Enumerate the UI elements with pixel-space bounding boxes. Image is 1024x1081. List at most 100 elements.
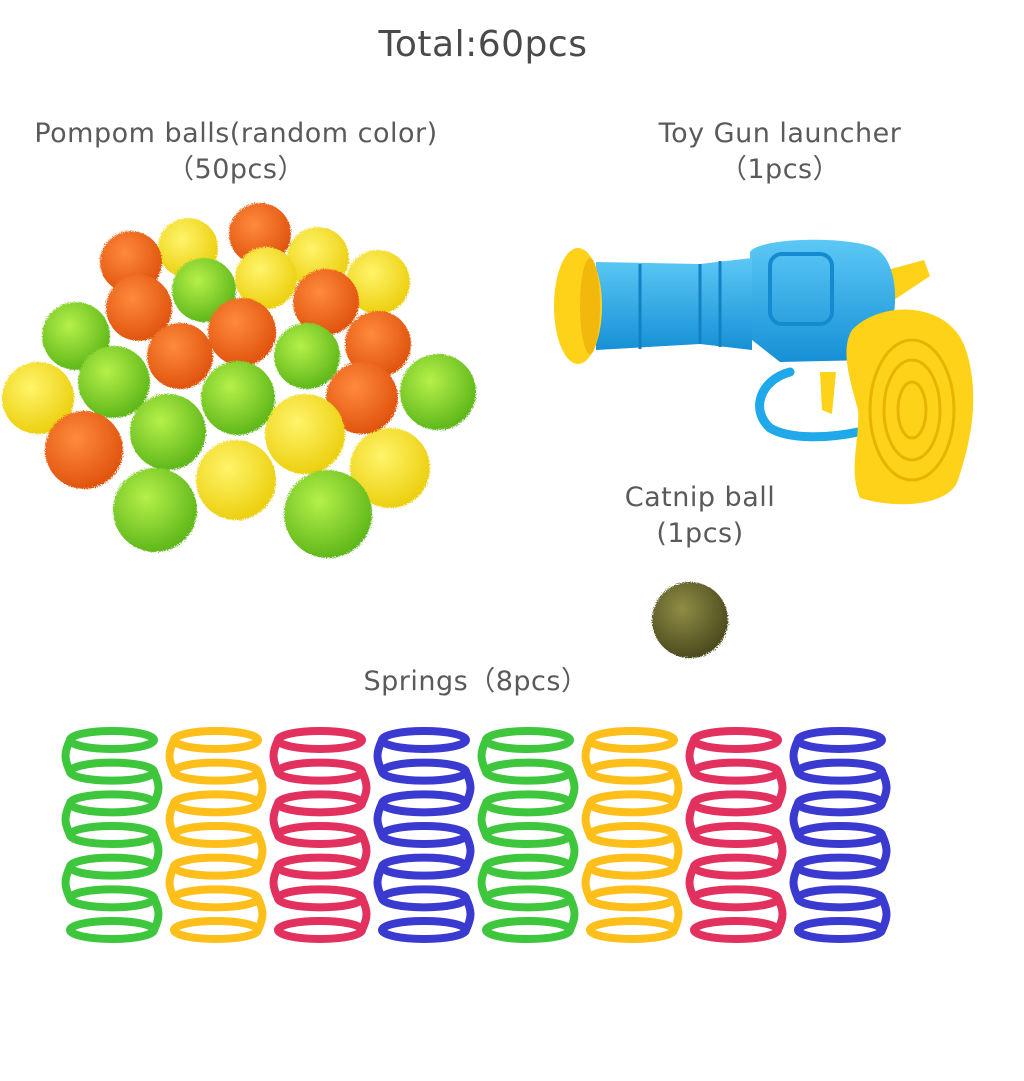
spring-coil	[794, 885, 886, 912]
spring-link	[581, 801, 594, 837]
pompom-name: Pompom balls(random color)	[34, 118, 438, 149]
spring-coil	[690, 885, 782, 912]
pompom-ball	[78, 346, 150, 418]
springs-label: Springs（8pcs）	[363, 666, 589, 697]
spring-coil	[482, 758, 574, 785]
gun-label: Toy Gun launcher （1pcs）	[630, 116, 930, 188]
spring-coil	[274, 853, 366, 880]
spring-coil	[378, 917, 470, 943]
pompom-ball	[106, 275, 172, 341]
spring-link	[566, 769, 579, 806]
spring-coil	[66, 917, 158, 943]
spring-link	[373, 738, 386, 774]
pompom-ball	[274, 323, 340, 389]
gun-trigger	[820, 372, 836, 414]
spring-coil	[794, 822, 886, 848]
spring-coil	[794, 790, 886, 817]
spring-link	[358, 833, 371, 869]
pompom-ball	[293, 269, 359, 335]
spring-link	[150, 833, 163, 869]
spring-2	[165, 727, 267, 943]
spring-link	[165, 801, 178, 837]
pompom-qty: （50pcs）	[167, 154, 305, 185]
spring-coil	[482, 917, 574, 943]
spring-link	[462, 769, 475, 806]
spring-coil	[274, 885, 366, 912]
spring-link	[254, 896, 267, 932]
spring-link	[462, 896, 475, 932]
spring-link	[670, 896, 683, 932]
spring-link	[878, 833, 891, 869]
spring-coil	[170, 758, 262, 785]
spring-link	[670, 833, 683, 869]
spring-coil	[794, 853, 886, 880]
spring-link	[789, 738, 802, 774]
spring-link	[670, 769, 683, 806]
spring-coil	[170, 822, 262, 848]
spring-link	[373, 864, 386, 901]
catnip-label: Catnip ball (1pcs)	[580, 480, 820, 552]
pompom-ball	[350, 428, 430, 508]
spring-link	[269, 864, 282, 901]
spring-coil	[586, 727, 678, 753]
pompom-ball	[45, 411, 123, 489]
gun-body-panel	[768, 252, 834, 326]
spring-coil	[66, 758, 158, 785]
spring-link	[685, 801, 698, 837]
gun-muzzle-inner	[580, 258, 600, 354]
spring-7	[685, 727, 787, 943]
spring-coil	[378, 853, 470, 880]
spring-6	[581, 727, 683, 943]
spring-link	[789, 864, 802, 901]
spring-4	[373, 727, 475, 943]
spring-coil	[170, 727, 262, 753]
spring-coil	[586, 790, 678, 817]
spring-coil	[794, 758, 886, 785]
pompom-ball	[113, 468, 197, 552]
pompom-ball	[284, 470, 372, 558]
spring-coil	[586, 822, 678, 848]
spring-coil	[690, 758, 782, 785]
spring-link	[774, 833, 787, 869]
gun-barrel	[596, 258, 752, 350]
spring-link	[878, 769, 891, 806]
spring-coil	[66, 885, 158, 912]
spring-coil	[274, 790, 366, 817]
pompom-ball	[130, 394, 206, 470]
catnip-ball-image	[652, 582, 728, 658]
spring-coil	[586, 758, 678, 785]
toy-gun-image	[554, 239, 974, 505]
pompom-ball	[326, 362, 398, 434]
pompom-ball	[265, 394, 345, 474]
page-title: Total:60pcs	[378, 24, 588, 65]
spring-link	[165, 738, 178, 774]
spring-coil	[690, 853, 782, 880]
spring-coil	[378, 822, 470, 848]
spring-coil	[482, 790, 574, 817]
spring-coil	[586, 885, 678, 912]
spring-link	[685, 864, 698, 901]
spring-coil	[378, 790, 470, 817]
pompom-label: Pompom balls(random color) （50pcs）	[18, 116, 454, 188]
catnip-name: Catnip ball	[624, 482, 776, 513]
springs-image	[61, 727, 891, 943]
spring-link	[774, 896, 787, 932]
spring-coil	[378, 758, 470, 785]
gun-trigger-guard	[755, 367, 863, 442]
spring-coil	[274, 917, 366, 943]
spring-5	[477, 727, 579, 943]
pompom-ball	[235, 247, 297, 309]
pompom-ball	[196, 440, 276, 520]
spring-coil	[66, 727, 158, 753]
spring-coil	[794, 917, 886, 943]
spring-link	[477, 738, 490, 774]
spring-link	[61, 864, 74, 901]
spring-coil	[66, 790, 158, 817]
spring-coil	[586, 853, 678, 880]
spring-coil	[690, 917, 782, 943]
pompom-ball	[208, 298, 276, 366]
spring-coil	[690, 790, 782, 817]
catnip-qty: (1pcs)	[656, 518, 744, 549]
pompom-balls-image	[2, 203, 476, 558]
spring-link	[566, 833, 579, 869]
